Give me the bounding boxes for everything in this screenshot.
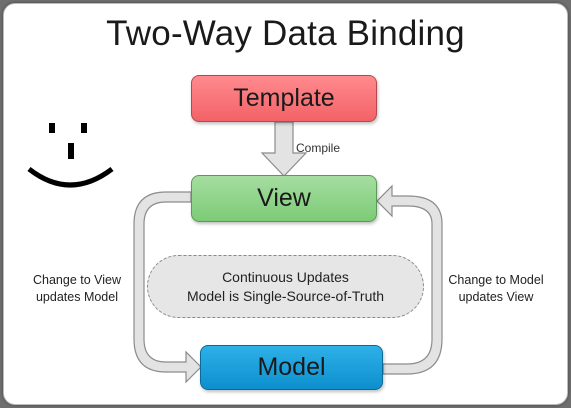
model-label: Model: [257, 353, 326, 381]
compile-label: Compile: [296, 141, 341, 155]
binding-diagram: [27, 121, 443, 384]
model-to-view-line-2: updates View: [458, 290, 534, 304]
smiley-mouth: [27, 167, 114, 188]
smiley-nose: [68, 143, 74, 159]
model-to-view-label: Change to Model updates View: [438, 272, 554, 306]
view-to-model-line-2: updates Model: [35, 290, 118, 304]
view-node: View: [191, 175, 377, 222]
view-to-model-line-1: Change to View: [32, 273, 122, 287]
slide-title: Two-Way Data Binding: [106, 14, 465, 53]
model-to-view-line-1: Change to Model: [448, 273, 544, 287]
view-to-model-label: Change to View updates Model: [21, 272, 133, 306]
template-label: Template: [233, 84, 335, 112]
slide: Two-Way Data Binding Template View Model…: [3, 3, 568, 405]
continuous-updates-note: Continuous Updates Model is Single-Sourc…: [147, 255, 424, 318]
view-to-model-arrow: [133, 191, 202, 384]
smiley-face-icon: [27, 123, 114, 188]
compile-arrow: [260, 121, 308, 177]
template-node: Template: [191, 75, 377, 122]
note-line-2: Model is Single-Source-of-Truth: [186, 287, 385, 304]
smiley-left-eye: [49, 123, 55, 133]
note-line-1: Continuous Updates: [222, 268, 349, 285]
view-label: View: [257, 184, 311, 212]
model-node: Model: [200, 345, 383, 390]
model-to-view-arrow: [376, 184, 443, 375]
smiley-right-eye: [81, 123, 87, 133]
